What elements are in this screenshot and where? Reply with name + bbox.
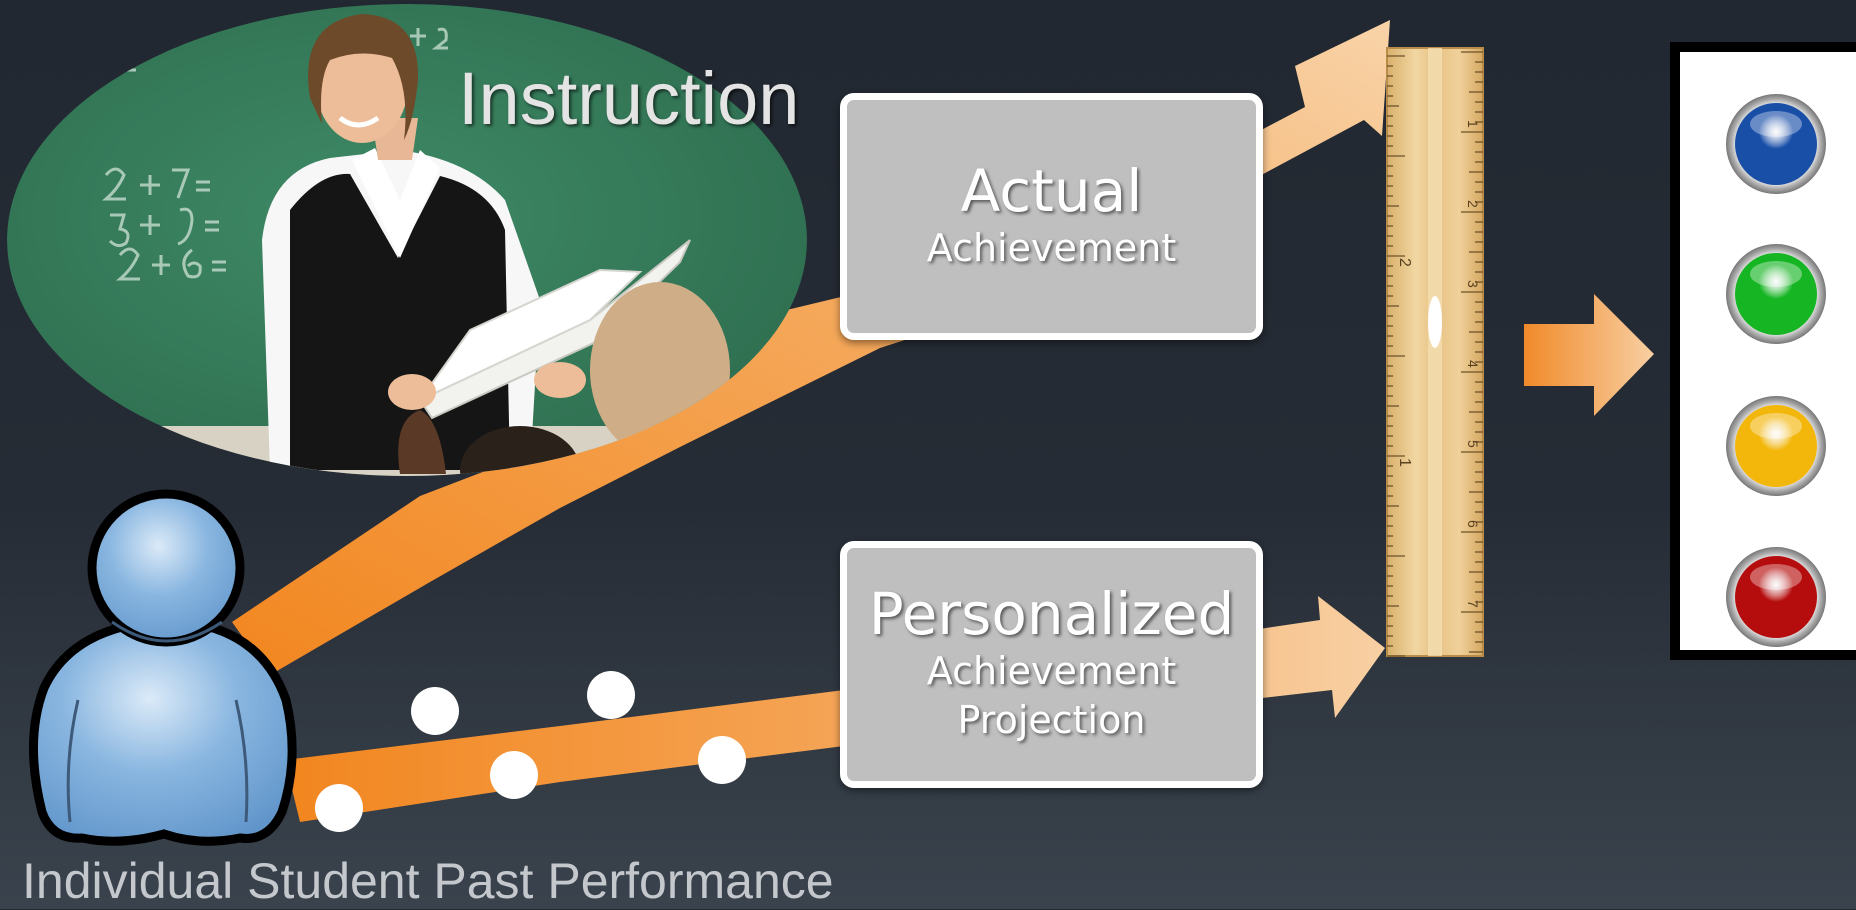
- ruler-inch-label: 1: [1465, 120, 1481, 128]
- indicator-red-icon: [1726, 547, 1826, 647]
- indicator-light: [1735, 556, 1817, 638]
- person-icon: [29, 489, 297, 846]
- person-arm-left: [66, 699, 80, 823]
- raised-hand: [398, 410, 446, 474]
- indicator-light: [1735, 253, 1817, 335]
- actual-achievement-box: Actual Achievement: [840, 93, 1263, 340]
- person-collar: [111, 620, 223, 643]
- indicator-light: [1735, 405, 1817, 487]
- teacher-hand: [534, 362, 586, 398]
- indicator-green-icon: [1726, 244, 1826, 344]
- person-arm-right: [234, 699, 249, 823]
- person-body: [29, 617, 297, 846]
- data-point: [587, 671, 635, 719]
- ruler-cm-label: 2: [1396, 258, 1413, 267]
- student-performance-label: Individual Student Past Performance: [22, 853, 834, 909]
- ruler-groove: [1428, 48, 1442, 656]
- projection-box: Personalized Achievement Projection: [840, 541, 1263, 788]
- teacher-collar: [352, 148, 440, 258]
- data-point: [698, 736, 746, 784]
- projection-line2: Projection: [957, 698, 1146, 743]
- past-performance-points: [315, 671, 746, 832]
- indicator-yellow-icon: [1726, 396, 1826, 496]
- indicator-shine: [1750, 111, 1802, 137]
- ruler-inch-label: 4: [1465, 360, 1481, 368]
- chalk-writing: [93, 27, 448, 281]
- ruler-inch-label: 2: [1465, 200, 1481, 208]
- ruler-inch-label: 5: [1465, 440, 1481, 448]
- data-point: [490, 751, 538, 799]
- data-point: [315, 784, 363, 832]
- teacher-hand-left: [388, 374, 436, 410]
- ruler-icon: 1 2 3 4 5 6 7 2 1: [1386, 47, 1484, 657]
- teacher-smile: [338, 115, 380, 128]
- data-point: [411, 687, 459, 735]
- actual-path-arrow: [232, 20, 1390, 675]
- indicator-shine: [1750, 261, 1802, 287]
- person-head: [87, 489, 245, 647]
- indicator-shine: [1750, 564, 1802, 590]
- indicator-blue-icon: [1726, 94, 1826, 194]
- indicator-shine: [1750, 413, 1802, 439]
- ruler-inch-label: 7: [1465, 600, 1481, 608]
- result-indicator-panel: [1670, 42, 1856, 660]
- ruler-cm-label: 1: [1396, 458, 1413, 467]
- teacher-hair: [308, 14, 419, 140]
- ruler-hole: [1428, 296, 1442, 348]
- book-pages: [416, 268, 643, 403]
- right-arrow: [1524, 294, 1654, 416]
- instruction-label: Instruction: [458, 57, 800, 140]
- indicator-lights: [1726, 94, 1826, 647]
- ruler-labels: 1 2 3 4 5 6 7 2 1: [1396, 120, 1481, 608]
- indicator-light: [1735, 103, 1817, 185]
- ruler-ticks: [1387, 51, 1483, 657]
- projection-line1: Achievement: [926, 649, 1177, 693]
- ruler-inch-label: 6: [1465, 520, 1481, 528]
- actual-title: Actual: [960, 156, 1143, 225]
- ruler-inch-label: 3: [1465, 280, 1481, 288]
- projection-title: Personalized: [868, 580, 1235, 649]
- actual-subtitle: Achievement: [926, 225, 1177, 270]
